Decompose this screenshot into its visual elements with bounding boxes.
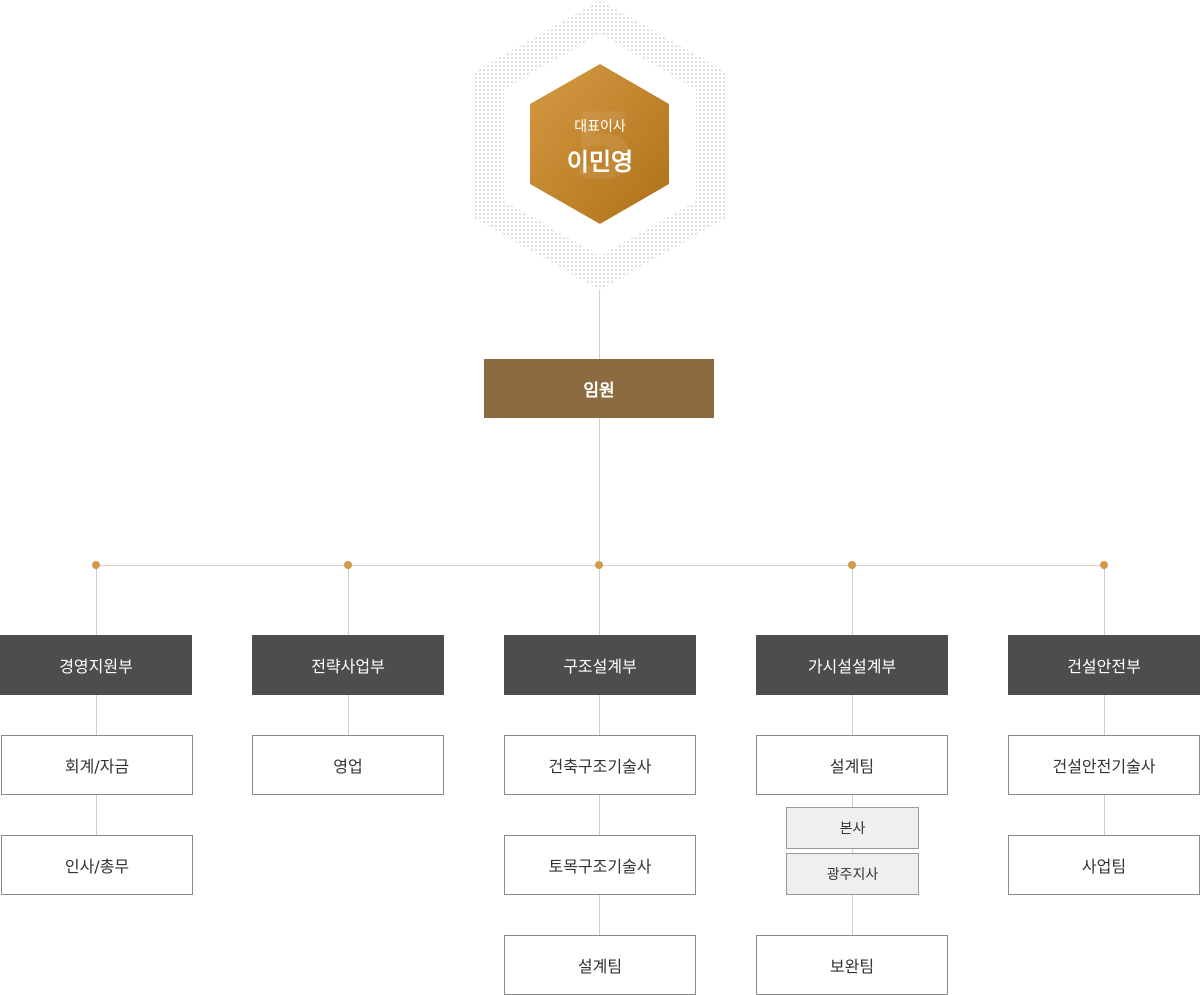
department-box-structural-design: 구조설계부	[504, 635, 696, 695]
dept-drop-line	[852, 565, 853, 635]
team-box: 사업팀	[1008, 835, 1200, 895]
department-box-temporary-structure: 가시설설계부	[756, 635, 948, 695]
dept-drop-line	[599, 565, 600, 635]
team-connector-line	[599, 695, 600, 935]
department-box-strategy: 전략사업부	[252, 635, 444, 695]
connector-dot	[595, 561, 603, 569]
executive-to-branch-line	[599, 418, 600, 566]
dept-drop-line	[96, 565, 97, 635]
subunit-box-headquarters: 본사	[786, 807, 919, 849]
executive-box: 임원	[484, 359, 714, 418]
ceo-title: 대표이사	[574, 119, 626, 135]
department-box-construction-safety: 건설안전부	[1008, 635, 1200, 695]
team-box: 인사/총무	[1, 835, 193, 895]
team-connector-line	[348, 695, 349, 735]
team-box: 토목구조기술사	[504, 835, 696, 895]
team-box: 회계/자금	[1, 735, 193, 795]
team-box: 영업	[252, 735, 444, 795]
dept-drop-line	[348, 565, 349, 635]
ceo-node: 5 대표이사 이민영	[474, 0, 726, 290]
team-box: 건축구조기술사	[504, 735, 696, 795]
dept-drop-line	[1104, 565, 1105, 635]
team-box: 건설안전기술사	[1008, 735, 1200, 795]
department-box-management-support: 경영지원부	[0, 635, 192, 695]
subunit-box-gwangju-branch: 광주지사	[786, 853, 919, 895]
ceo-to-executive-line	[599, 290, 600, 359]
ceo-name: 이민영	[566, 148, 634, 176]
connector-dot	[92, 561, 100, 569]
connector-dot	[344, 561, 352, 569]
team-box: 설계팀	[504, 935, 696, 995]
connector-dot	[1100, 561, 1108, 569]
team-box: 보완팀	[756, 935, 948, 995]
ceo-hexagon-graphic: 5	[474, 0, 726, 290]
connector-dot	[848, 561, 856, 569]
team-box: 설계팀	[756, 735, 948, 795]
svg-text:5: 5	[572, 93, 636, 200]
